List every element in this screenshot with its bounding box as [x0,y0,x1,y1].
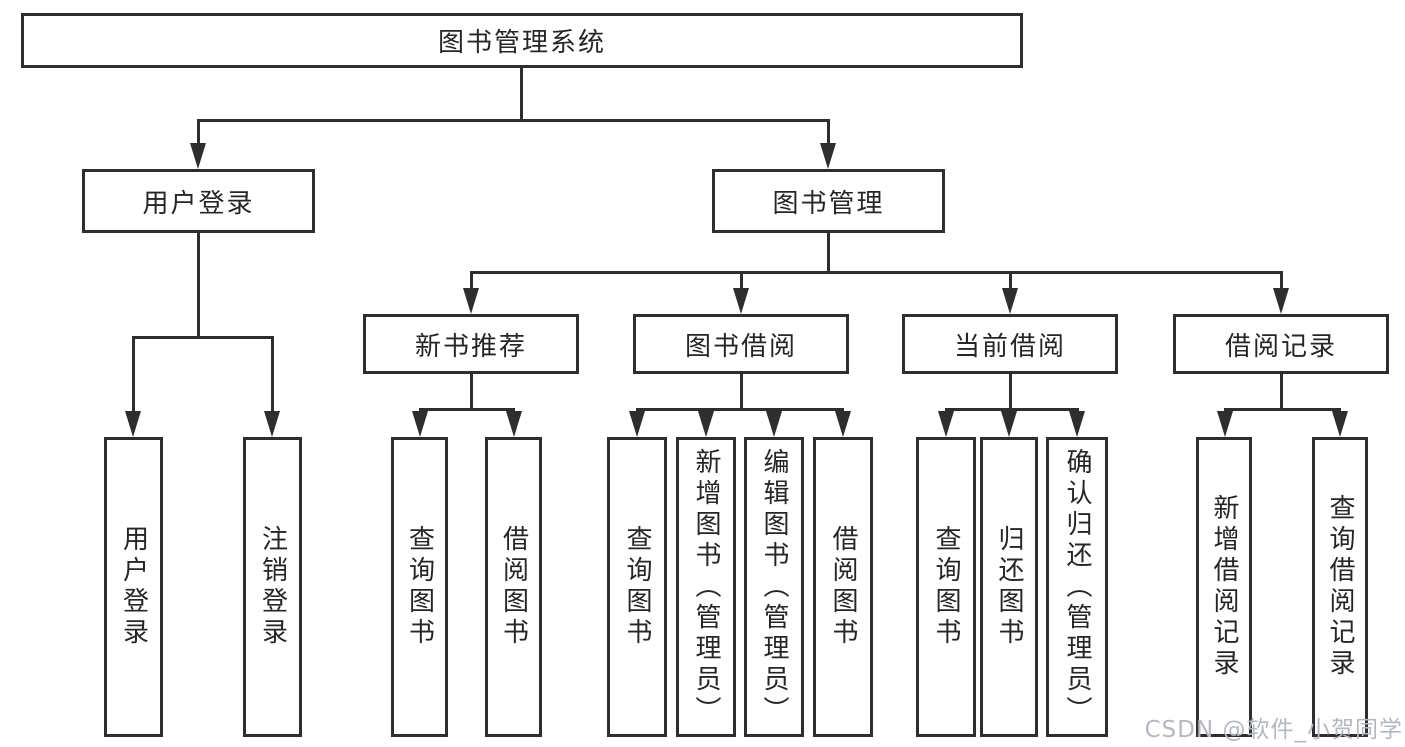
leaf-bb-borrow-books-label: 借阅图书 [828,525,858,649]
leaf-bb-add-books-label: 新增图书（管理员） [691,447,721,727]
connector-ul-stub-1 [132,336,135,413]
node-book-borrow-label: 图书借阅 [684,331,797,362]
arrow-to-current-borrow [1002,288,1018,314]
arrow-to-book-mgmt [820,143,836,169]
node-borrow-records-label: 借阅记录 [1224,331,1337,362]
connector-root-branch [197,119,830,122]
arrow-to-br-add [1217,411,1233,437]
leaf-bb-add-books: 新增图书（管理员） [676,437,736,737]
connector-bm-drop [827,233,830,274]
arrow-to-new-book-rec [463,288,479,314]
leaf-br-add-record-label: 新增借阅记录 [1209,494,1239,680]
connector-root-drop [520,68,523,122]
connector-root-stub-left [197,119,200,145]
arrow-to-bb-query [629,411,645,437]
arrow-to-bb-borrow [835,411,851,437]
connector-br-branch [1224,408,1341,411]
arrow-to-rec-borrow [506,411,522,437]
arrow-to-cb-confirm [1069,411,1085,437]
node-root: 图书管理系统 [21,13,1023,68]
leaf-cb-return-books-label: 归还图书 [994,525,1024,649]
arrow-to-user-login [190,143,206,169]
arrow-to-leaf-logout [264,411,280,437]
connector-ul-branch [132,336,274,339]
leaf-cb-query-books-label: 查询图书 [931,525,961,649]
leaf-br-query-record-label: 查询借阅记录 [1325,494,1355,680]
arrow-to-borrow-records [1273,288,1289,314]
connector-cb-branch [945,408,1079,411]
node-book-mgmt-label: 图书管理 [772,188,885,219]
arrow-to-cb-return [1001,411,1017,437]
connector-bb-drop [740,374,743,411]
arrow-to-cb-query [938,411,954,437]
leaf-cb-return-books: 归还图书 [980,437,1038,737]
node-current-borrow: 当前借阅 [902,314,1118,374]
node-new-book-rec-label: 新书推荐 [414,331,527,362]
node-user-login-label: 用户登录 [142,188,255,219]
connector-bm-stub-4 [1280,271,1283,290]
node-current-borrow-label: 当前借阅 [953,331,1066,362]
arrow-to-rec-query [412,411,428,437]
csdn-watermark: CSDN @软件_小贺同学 [1144,717,1403,743]
connector-bb-branch [636,408,844,411]
node-book-borrow: 图书借阅 [633,314,849,374]
node-borrow-records: 借阅记录 [1173,314,1389,374]
leaf-rec-query-books-label: 查询图书 [404,525,435,649]
connector-rec-drop [470,374,473,411]
leaf-user-login-label: 用户登录 [118,525,149,649]
connector-root-stub-right [827,119,830,145]
leaf-logout: 注销登录 [243,437,302,737]
arrow-to-bb-edit [766,411,782,437]
leaf-logout-label: 注销登录 [257,525,288,649]
leaf-bb-edit-books-label: 编辑图书（管理员） [759,447,789,727]
connector-ul-stub-2 [271,336,274,413]
arrow-to-leaf-user-login [125,411,141,437]
connector-ul-drop [197,233,200,338]
leaf-user-login: 用户登录 [104,437,163,737]
connector-br-drop [1280,374,1283,411]
arrow-to-bb-add [698,411,714,437]
arrow-to-book-borrow [733,288,749,314]
leaf-bb-query-books: 查询图书 [607,437,667,737]
connector-rec-branch [419,408,515,411]
leaf-rec-borrow-books: 借阅图书 [485,437,542,737]
node-book-mgmt: 图书管理 [712,169,945,233]
leaf-bb-borrow-books: 借阅图书 [813,437,873,737]
leaf-bb-query-books-label: 查询图书 [622,525,652,649]
leaf-bb-edit-books: 编辑图书（管理员） [744,437,804,737]
leaf-rec-borrow-books-label: 借阅图书 [498,525,529,649]
connector-bm-stub-1 [470,271,473,290]
leaf-cb-confirm-return-label: 确认归还（管理员） [1062,447,1092,727]
connector-cb-drop [1009,374,1012,411]
leaf-cb-confirm-return: 确认归还（管理员） [1046,437,1108,737]
connector-bm-stub-3 [1009,271,1012,290]
node-root-label: 图书管理系统 [437,28,606,58]
node-user-login: 用户登录 [82,169,315,233]
leaf-br-query-record: 查询借阅记录 [1312,437,1368,737]
arrow-to-br-query [1332,411,1348,437]
leaf-br-add-record: 新增借阅记录 [1196,437,1252,737]
node-new-book-rec: 新书推荐 [363,314,579,374]
leaf-rec-query-books: 查询图书 [391,437,448,737]
leaf-cb-query-books: 查询图书 [916,437,976,737]
connector-bm-branch [470,271,1282,274]
connector-bm-stub-2 [740,271,743,290]
